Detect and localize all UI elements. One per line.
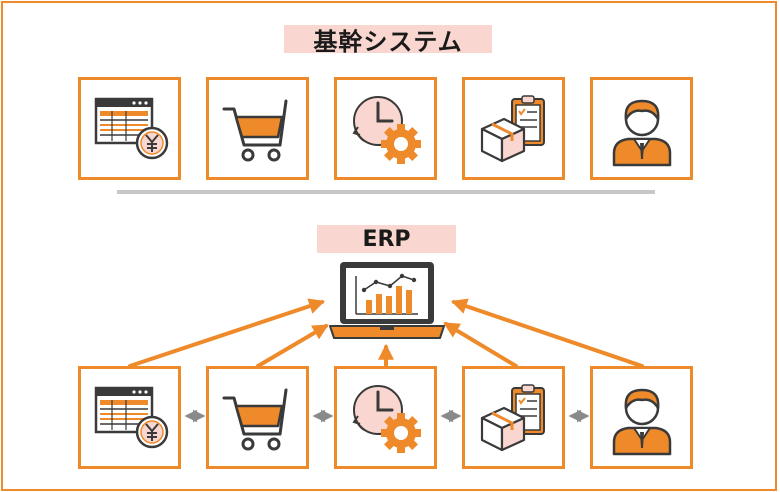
shopping-cart-icon	[218, 378, 298, 458]
sales-module-box	[206, 366, 309, 469]
staff-person-icon	[602, 378, 682, 458]
production-schedule-gear-icon	[346, 89, 426, 169]
inventory-clipboard-box-icon	[474, 89, 554, 169]
hr-module-box	[590, 366, 693, 469]
sales-system-box	[206, 77, 309, 180]
core-systems-title: 基幹システム	[284, 25, 492, 56]
accounting-ledger-icon	[90, 89, 170, 169]
inventory-module-box	[462, 366, 565, 469]
production-module-box	[334, 366, 437, 469]
production-system-box	[334, 77, 437, 180]
accounting-ledger-icon	[90, 378, 170, 458]
shopping-cart-icon	[218, 89, 298, 169]
inventory-clipboard-box-icon	[474, 378, 554, 458]
accounting-system-box	[78, 77, 181, 180]
accounting-module-box	[78, 366, 181, 469]
hr-system-box	[590, 77, 693, 180]
inventory-system-box	[462, 77, 565, 180]
erp-title: ERP	[317, 225, 456, 253]
production-schedule-gear-icon	[346, 378, 426, 458]
section-divider	[117, 190, 655, 194]
staff-person-icon	[602, 89, 682, 169]
